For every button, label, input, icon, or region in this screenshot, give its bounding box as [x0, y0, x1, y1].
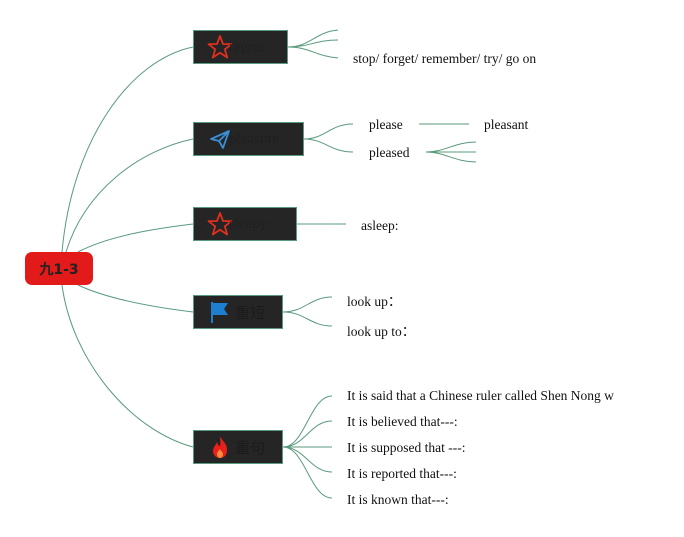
paper-plane-icon	[207, 126, 233, 152]
topic-key-phrases[interactable]: 重短	[193, 295, 283, 329]
topic-regret[interactable]: regret	[193, 30, 288, 64]
topic-pleasure-child-pleased[interactable]: pleased	[369, 145, 410, 160]
topic-key-sentences[interactable]: 重句	[193, 430, 283, 464]
topic-label: sleepy:	[229, 215, 272, 232]
star-icon	[207, 211, 233, 237]
topic-key-phrases-child[interactable]: look up to：	[347, 324, 416, 339]
topic-key-sentences-child[interactable]: It is reported that---:	[347, 466, 457, 481]
root-topic[interactable]: 九1-3	[25, 252, 93, 285]
topic-key-sentences-child[interactable]: It is supposed that ---:	[347, 440, 466, 455]
star-icon	[207, 34, 233, 60]
topic-key-phrases-child[interactable]: look up：	[347, 294, 402, 309]
topic-label: 重句	[235, 438, 266, 457]
flag-icon	[207, 299, 233, 325]
root-topic-label: 九1-3	[39, 261, 79, 278]
fire-icon	[207, 434, 233, 460]
topic-key-sentences-child[interactable]: It is known that---:	[347, 492, 449, 507]
topic-pleasure-child-please[interactable]: please	[369, 117, 403, 132]
topic-sleepy[interactable]: sleepy:	[193, 207, 297, 241]
topic-pleasure[interactable]: pleasure	[193, 122, 304, 156]
topic-label: 重短	[235, 303, 266, 322]
topic-sleepy-child[interactable]: asleep:	[361, 218, 399, 233]
topic-key-sentences-child[interactable]: It is said that a Chinese ruler called S…	[347, 388, 614, 403]
subchild-pleasant[interactable]: pleasant	[484, 117, 529, 132]
topic-label: pleasure	[229, 130, 279, 147]
topic-label: regret	[229, 38, 264, 55]
topic-regret-child[interactable]: stop/ forget/ remember/ try/ go on	[353, 51, 537, 66]
topic-key-sentences-child[interactable]: It is believed that---:	[347, 414, 458, 429]
